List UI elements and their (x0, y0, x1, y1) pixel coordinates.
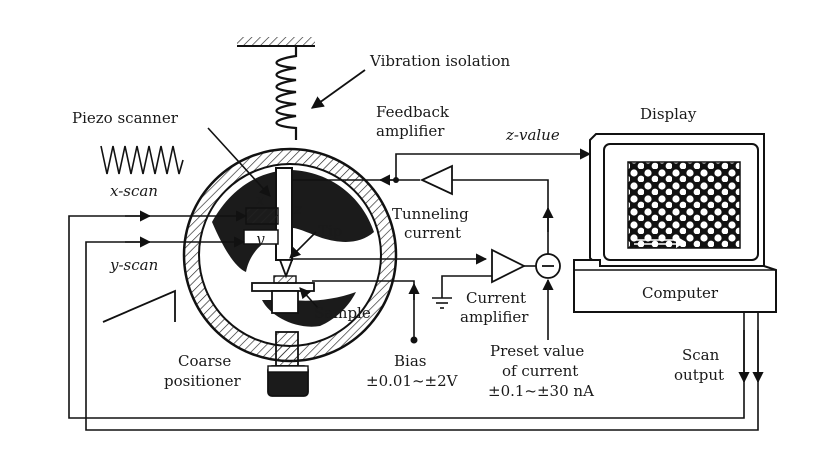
label-preset-3: ±0.1~±30 nA (488, 382, 594, 400)
label-x-scan: x-scan (110, 182, 158, 200)
label-z-value: z-value (505, 126, 560, 144)
label-current-amplifier-2: amplifier (460, 308, 529, 326)
label-feedback-amplifier-2: amplifier (376, 122, 445, 140)
label-tunneling-current-2: current (404, 224, 461, 242)
label-vibration-isolation: Vibration isolation (369, 52, 510, 70)
vibration-spring (275, 46, 298, 140)
x-scan-waveform (100, 145, 184, 175)
label-bias-2: ±0.01~±2V (366, 372, 459, 390)
label-scan-output-1: Scan (682, 346, 720, 364)
label-axis-x: x (256, 191, 265, 209)
label-coarse-positioner-2: positioner (164, 372, 242, 390)
display-monitor (589, 133, 765, 267)
ground-symbol (432, 297, 452, 309)
label-sample: Sample (314, 304, 371, 322)
label-tunneling-current-1: Tunneling (392, 205, 469, 223)
piezo-pointer (207, 127, 271, 197)
label-scan-output-2: output (674, 366, 724, 384)
current-amplifier-symbol (491, 248, 527, 284)
label-computer: Computer (642, 284, 719, 302)
label-axis-y: y (255, 230, 265, 248)
tip-pointer (289, 231, 317, 259)
coarse-positioner (267, 331, 309, 397)
label-display: Display (640, 105, 697, 123)
label-preset-1: Preset value (490, 342, 584, 360)
sample-pointer (299, 287, 319, 309)
label-preset-2: of current (502, 362, 578, 380)
label-current-amplifier-1: Current (466, 289, 526, 307)
vibration-arrow (310, 69, 366, 109)
label-bias-1: Bias (394, 352, 426, 370)
label-coarse-positioner-1: Coarse (178, 352, 231, 370)
comparator-symbol (535, 253, 561, 279)
label-y-scan: y-scan (109, 256, 158, 274)
ceiling-mount (237, 37, 315, 47)
label-axis-z: z (293, 200, 302, 218)
feedback-amplifier-symbol (419, 164, 453, 196)
label-feedback-amplifier-1: Feedback (376, 103, 450, 121)
label-tip: Tip (318, 222, 342, 240)
y-scan-waveform (102, 289, 176, 323)
piezo-scanner (243, 167, 315, 314)
label-piezo-scanner: Piezo scanner (72, 109, 179, 127)
computer-box (573, 259, 777, 313)
